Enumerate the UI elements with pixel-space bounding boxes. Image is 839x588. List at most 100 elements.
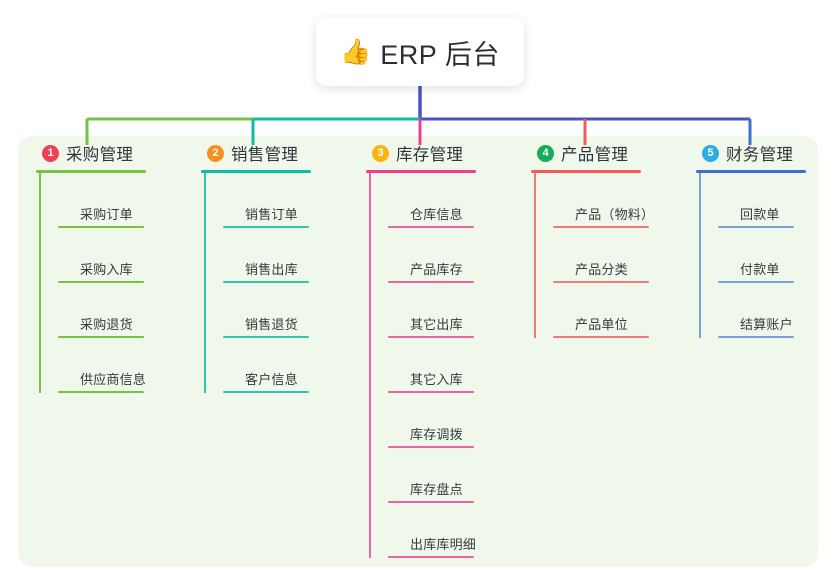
leaf-underline bbox=[223, 226, 309, 228]
branch-number-badge: 4 bbox=[537, 144, 554, 162]
leaf-label: 其它出库 bbox=[410, 317, 463, 333]
leaf-underline bbox=[58, 281, 144, 283]
leaf-label: 仓库信息 bbox=[410, 207, 463, 223]
leaf-underline bbox=[388, 281, 474, 283]
thumbs-up-icon: 👍 bbox=[340, 37, 372, 66]
leaf-node[interactable]: 客户信息 bbox=[223, 338, 311, 393]
branch-spine bbox=[204, 173, 206, 393]
branch-number-badge: 5 bbox=[702, 144, 719, 162]
leaf-node[interactable]: 回款单 bbox=[718, 173, 806, 228]
branch-underline bbox=[696, 170, 806, 173]
leaf-node[interactable]: 销售出库 bbox=[223, 228, 311, 283]
leaf-node[interactable]: 采购入库 bbox=[58, 228, 150, 283]
leaf-node[interactable]: 产品单位 bbox=[553, 283, 658, 338]
branch-header[interactable]: 5 财务管理 bbox=[696, 140, 806, 166]
leaf-node[interactable]: 结算账户 bbox=[718, 283, 806, 338]
branch-header[interactable]: 2 销售管理 bbox=[201, 140, 311, 166]
root-title: ERP 后台 bbox=[380, 39, 500, 70]
leaf-node[interactable]: 库存盘点 bbox=[388, 448, 480, 503]
leaf-underline bbox=[388, 446, 474, 448]
leaf-node[interactable]: 采购退货 bbox=[58, 283, 150, 338]
leaf-label: 销售出库 bbox=[245, 262, 298, 278]
leaf-label: 产品库存 bbox=[410, 262, 463, 278]
leaf-underline bbox=[223, 336, 309, 338]
leaf-node[interactable]: 付款单 bbox=[718, 228, 806, 283]
branches-panel bbox=[18, 136, 818, 567]
branch-2: 2 销售管理销售订单销售出库销售退货客户信息 bbox=[201, 140, 311, 393]
branch-title: 销售管理 bbox=[231, 146, 299, 164]
branch-underline bbox=[366, 170, 476, 173]
leaf-label: 结算账户 bbox=[740, 317, 793, 333]
leaf-label: 出库库明细 bbox=[410, 537, 477, 553]
leaf-node[interactable]: 其它入库 bbox=[388, 338, 480, 393]
leaf-node[interactable]: 供应商信息 bbox=[58, 338, 150, 393]
leaf-underline bbox=[718, 226, 794, 228]
leaf-node[interactable]: 产品库存 bbox=[388, 228, 480, 283]
branch-spine bbox=[534, 173, 536, 338]
leaf-label: 采购入库 bbox=[80, 262, 133, 278]
leaf-label: 销售订单 bbox=[245, 207, 298, 223]
leaf-underline bbox=[223, 281, 309, 283]
leaf-label: 客户信息 bbox=[245, 372, 298, 388]
leaf-underline bbox=[388, 501, 474, 503]
branch-underline bbox=[36, 170, 146, 173]
leaf-label: 回款单 bbox=[740, 207, 780, 223]
branch-5: 5 财务管理回款单付款单结算账户 bbox=[696, 140, 806, 338]
leaf-label: 库存调拨 bbox=[410, 427, 463, 443]
branch-children: 销售订单销售出库销售退货客户信息 bbox=[201, 173, 311, 393]
leaf-label: 产品单位 bbox=[575, 317, 628, 333]
branch-children: 回款单付款单结算账户 bbox=[696, 173, 806, 338]
branch-title: 库存管理 bbox=[396, 146, 464, 164]
leaf-label: 产品（物料） bbox=[575, 207, 655, 223]
leaf-underline bbox=[718, 336, 794, 338]
branch-children: 采购订单采购入库采购退货供应商信息 bbox=[36, 173, 150, 393]
leaf-node[interactable]: 仓库信息 bbox=[388, 173, 480, 228]
leaf-underline bbox=[388, 226, 474, 228]
branch-children: 产品（物料） 产品分类产品单位 bbox=[531, 173, 658, 338]
leaf-label: 供应商信息 bbox=[80, 372, 147, 388]
leaf-underline bbox=[553, 226, 649, 228]
leaf-underline bbox=[553, 336, 649, 338]
leaf-underline bbox=[718, 281, 794, 283]
leaf-node[interactable]: 产品分类 bbox=[553, 228, 658, 283]
leaf-underline bbox=[58, 336, 144, 338]
branch-title: 采购管理 bbox=[66, 146, 134, 164]
leaf-node[interactable]: 销售退货 bbox=[223, 283, 311, 338]
branch-number-badge: 2 bbox=[207, 144, 224, 162]
branch-title: 财务管理 bbox=[726, 146, 794, 164]
branch-children: 仓库信息产品库存其它出库其它入库库存调拨库存盘点出库库明细 bbox=[366, 173, 480, 558]
leaf-node[interactable]: 库存调拨 bbox=[388, 393, 480, 448]
root-node[interactable]: 👍 ERP 后台 bbox=[316, 18, 524, 86]
branch-header[interactable]: 3 库存管理 bbox=[366, 140, 480, 166]
leaf-label: 销售退货 bbox=[245, 317, 298, 333]
leaf-label: 采购退货 bbox=[80, 317, 133, 333]
leaf-node[interactable]: 出库库明细 bbox=[388, 503, 480, 558]
leaf-node[interactable]: 产品（物料） bbox=[553, 173, 658, 228]
branch-underline bbox=[531, 170, 641, 173]
branch-number-badge: 1 bbox=[42, 144, 59, 162]
leaf-underline bbox=[553, 281, 649, 283]
leaf-label: 库存盘点 bbox=[410, 482, 463, 498]
branch-spine bbox=[369, 173, 371, 558]
branch-1: 1 采购管理采购订单采购入库采购退货供应商信息 bbox=[36, 140, 150, 393]
leaf-underline bbox=[388, 391, 474, 393]
leaf-node[interactable]: 其它出库 bbox=[388, 283, 480, 338]
branch-spine bbox=[699, 173, 701, 338]
leaf-label: 产品分类 bbox=[575, 262, 628, 278]
branch-3: 3 库存管理仓库信息产品库存其它出库其它入库库存调拨库存盘点出库库明细 bbox=[366, 140, 480, 558]
leaf-node[interactable]: 采购订单 bbox=[58, 173, 150, 228]
leaf-underline bbox=[223, 391, 309, 393]
branch-spine bbox=[39, 173, 41, 393]
leaf-underline bbox=[388, 556, 474, 558]
leaf-underline bbox=[58, 391, 144, 393]
leaf-underline bbox=[388, 336, 474, 338]
leaf-label: 其它入库 bbox=[410, 372, 463, 388]
branch-underline bbox=[201, 170, 311, 173]
branch-number-badge: 3 bbox=[372, 144, 389, 162]
leaf-label: 付款单 bbox=[740, 262, 780, 278]
leaf-node[interactable]: 销售订单 bbox=[223, 173, 311, 228]
branch-header[interactable]: 1 采购管理 bbox=[36, 140, 150, 166]
